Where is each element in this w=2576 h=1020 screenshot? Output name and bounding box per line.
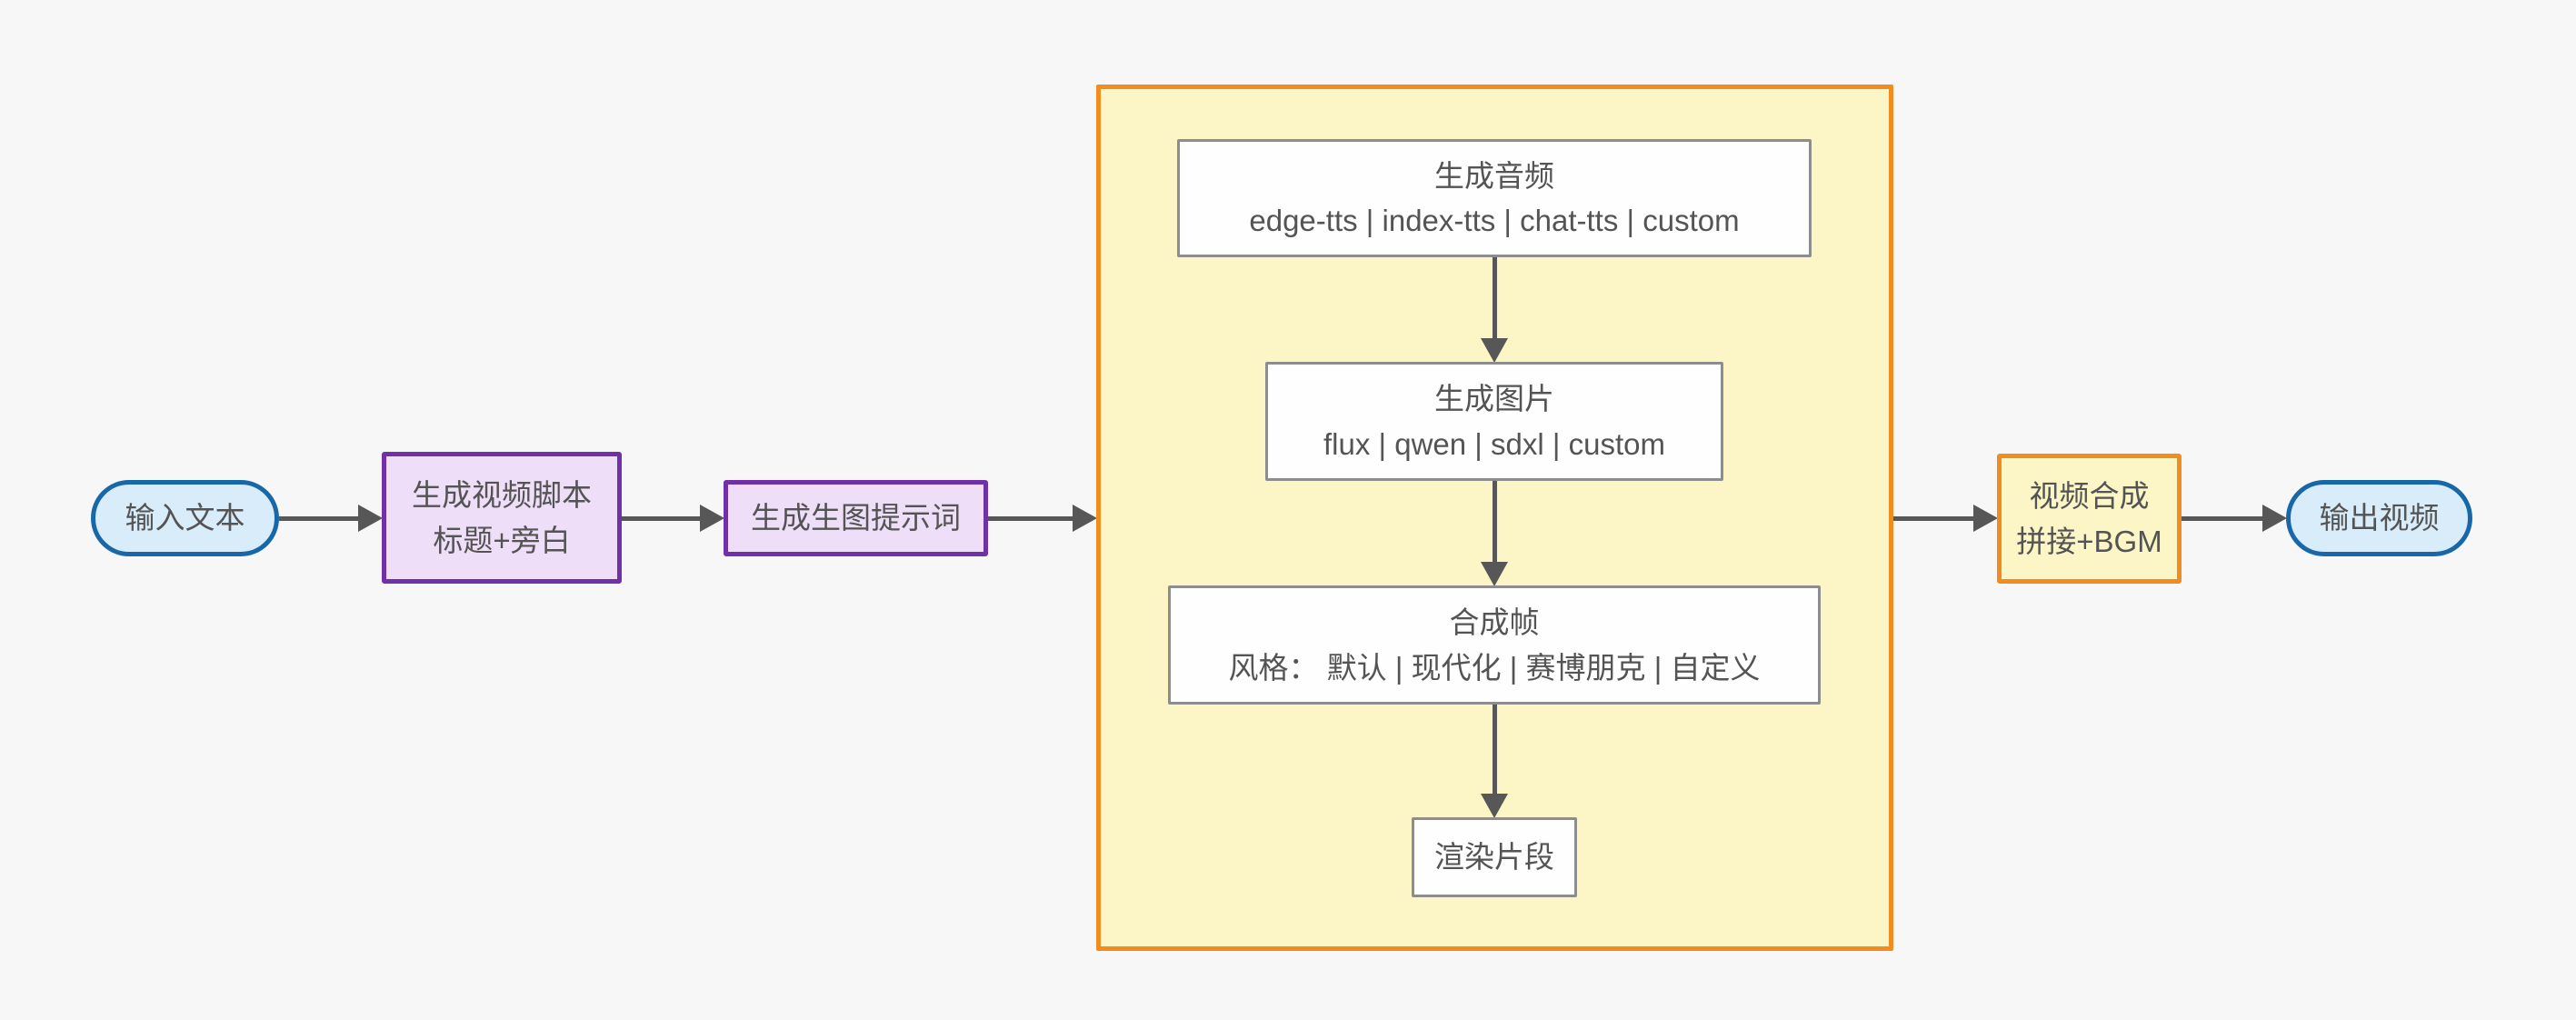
- node-compose-frame: 合成帧 风格： 默认 | 现代化 | 赛博朋克 | 自定义: [1168, 585, 1821, 705]
- arrow-frame-to-render-line: [1493, 705, 1497, 794]
- arrow-compose-to-output-head: [2262, 505, 2287, 532]
- node-generate-image-options: flux | qwen | sdxl | custom: [1323, 426, 1666, 461]
- node-generate-script-line2: 标题+旁白: [433, 523, 571, 557]
- node-video-compose: 视频合成 拼接+BGM: [1997, 454, 2182, 584]
- arrow-prompt-to-pipeline-line: [988, 516, 1073, 521]
- node-generate-audio-title: 生成音频: [1434, 158, 1554, 193]
- node-video-compose-line1: 视频合成: [2029, 479, 2150, 513]
- node-generate-image-prompt-label: 生成生图提示词: [751, 501, 961, 535]
- node-output-video-label: 输出视频: [2319, 501, 2440, 535]
- arrow-image-to-frame-line: [1493, 481, 1497, 562]
- node-generate-image: 生成图片 flux | qwen | sdxl | custom: [1265, 362, 1723, 481]
- arrow-image-to-frame-head: [1481, 562, 1508, 586]
- node-input-text-label: 输入文本: [125, 501, 245, 535]
- arrow-compose-to-output-line: [2182, 516, 2262, 521]
- arrow-pipeline-to-compose-head: [1973, 505, 1998, 532]
- node-output-video: 输出视频: [2286, 480, 2472, 556]
- node-compose-frame-options: 风格： 默认 | 现代化 | 赛博朋克 | 自定义: [1228, 650, 1761, 685]
- arrow-script-to-prompt-head: [700, 505, 724, 532]
- arrow-input-to-script-head: [358, 505, 383, 532]
- arrow-audio-to-image-line: [1493, 257, 1497, 338]
- arrow-pipeline-to-compose-line: [1893, 516, 1973, 521]
- node-input-text: 输入文本: [91, 480, 279, 556]
- node-generate-image-prompt: 生成生图提示词: [724, 480, 988, 556]
- node-generate-script-line1: 生成视频脚本: [412, 478, 592, 512]
- node-compose-frame-title: 合成帧: [1449, 605, 1540, 639]
- node-generate-audio: 生成音频 edge-tts | index-tts | chat-tts | c…: [1177, 139, 1812, 257]
- arrow-input-to-script-line: [279, 516, 358, 521]
- arrow-prompt-to-pipeline-head: [1073, 505, 1097, 532]
- node-render-clip-label: 渲染片段: [1434, 840, 1554, 875]
- node-render-clip: 渲染片段: [1412, 817, 1577, 897]
- node-generate-script: 生成视频脚本 标题+旁白: [382, 452, 622, 584]
- node-video-compose-line2: 拼接+BGM: [2016, 524, 2162, 558]
- node-generate-audio-options: edge-tts | index-tts | chat-tts | custom: [1249, 204, 1740, 237]
- arrow-frame-to-render-head: [1481, 794, 1508, 818]
- arrow-script-to-prompt-line: [622, 516, 700, 521]
- arrow-audio-to-image-head: [1481, 338, 1508, 363]
- node-generate-image-title: 生成图片: [1434, 382, 1554, 415]
